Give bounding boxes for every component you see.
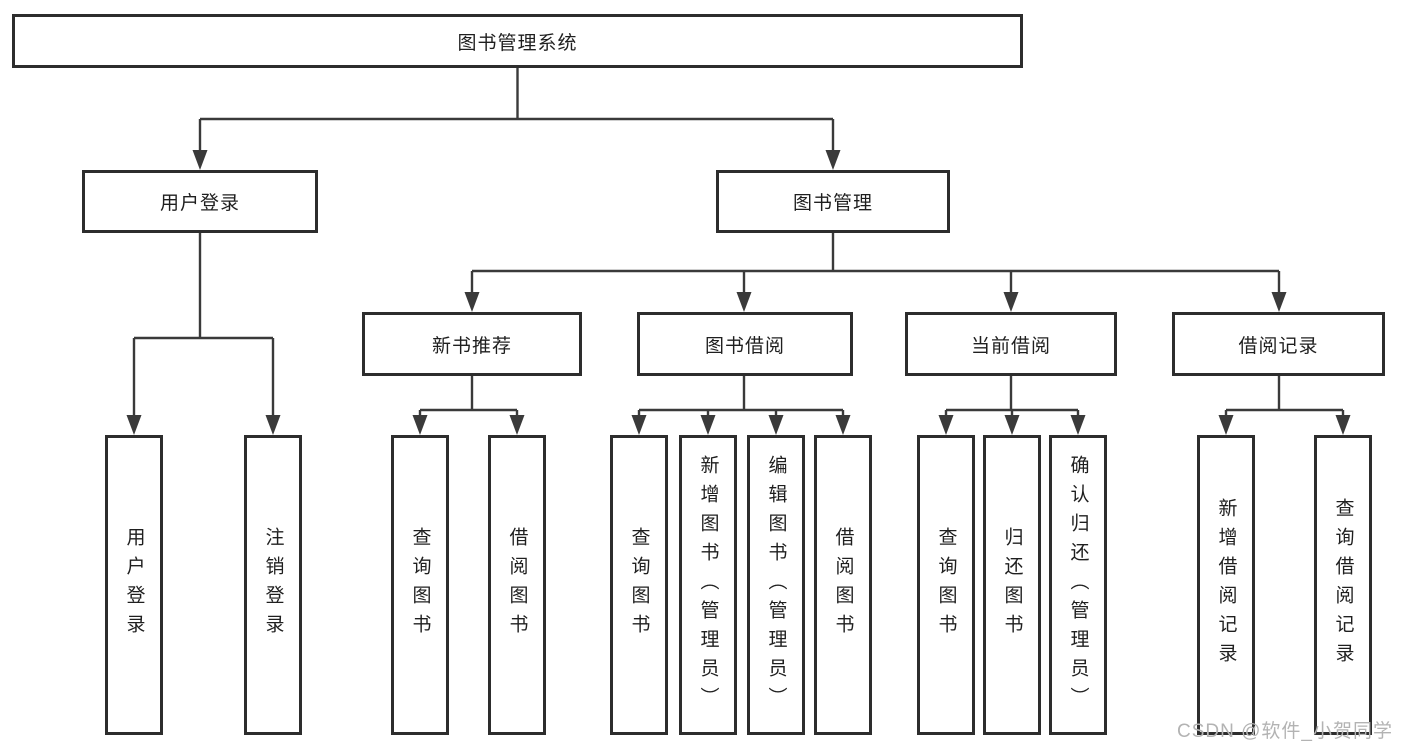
leaf-query-books-recommend: 查询图书 [391,435,449,735]
arrow-down-icon [1271,292,1287,312]
leaf-edit-books-admin-label: 编辑图书（管理员） [765,454,787,716]
leaf-query-borrow-record-label: 查询借阅记录 [1332,498,1354,672]
node-borrow-record-label: 借阅记录 [1238,335,1319,357]
arrow-down-icon [938,415,954,435]
leaf-return-books: 归还图书 [983,435,1041,735]
leaf-query-books-borrow: 查询图书 [610,435,668,735]
node-book-management: 图书管理 [716,170,950,233]
node-book-borrow-label: 图书借阅 [704,335,785,357]
connector-currentborrow-split [944,376,1080,416]
leaf-query-books-current-label: 查询图书 [935,527,957,643]
leaf-query-books-recommend-label: 查询图书 [409,527,431,643]
arrow-down-icon [1003,292,1019,312]
node-user-login-label: 用户登录 [159,193,240,214]
leaf-user-login-label: 用户登录 [123,527,145,643]
connector-userlogin-split [132,233,275,416]
arrow-down-icon [835,415,851,435]
leaf-confirm-return-admin: 确认归还（管理员） [1049,435,1107,735]
node-book-management-label: 图书管理 [792,193,873,214]
leaf-confirm-return-admin-label: 确认归还（管理员） [1067,454,1089,716]
leaf-edit-books-admin: 编辑图书（管理员） [747,435,805,735]
arrow-down-icon [825,150,841,170]
node-root-label: 图书管理系统 [457,32,578,54]
node-current-borrow: 当前借阅 [905,312,1117,376]
arrow-down-icon [736,292,752,312]
node-new-book-recommend-label: 新书推荐 [431,335,512,357]
leaf-query-books-borrow-label: 查询图书 [628,527,650,643]
node-borrow-record: 借阅记录 [1172,312,1385,376]
leaf-borrow-books-label: 借阅图书 [832,527,854,643]
connector-bookborrow-split [637,376,845,416]
leaf-logout: 注销登录 [244,435,302,735]
arrow-down-icon [126,415,142,435]
node-user-login: 用户登录 [82,170,318,233]
arrow-down-icon [464,292,480,312]
arrow-down-icon [412,415,428,435]
node-book-borrow: 图书借阅 [637,312,853,376]
arrow-down-icon [192,150,208,170]
arrow-down-icon [768,415,784,435]
node-current-borrow-label: 当前借阅 [970,335,1051,357]
leaf-add-borrow-record-label: 新增借阅记录 [1215,498,1237,672]
leaf-add-borrow-record: 新增借阅记录 [1197,435,1255,735]
leaf-return-books-label: 归还图书 [1001,527,1023,643]
leaf-query-books-current: 查询图书 [917,435,975,735]
leaf-borrow-books-recommend: 借阅图书 [488,435,546,735]
leaf-user-login: 用户登录 [105,435,163,735]
leaf-logout-label: 注销登录 [262,527,284,643]
arrow-down-icon [509,415,525,435]
leaf-borrow-books-recommend-label: 借阅图书 [506,527,528,643]
node-new-book-recommend: 新书推荐 [362,312,582,376]
connector-newbook-split [418,376,519,416]
arrow-down-icon [1004,415,1020,435]
arrow-down-icon [631,415,647,435]
leaf-add-books-admin-label: 新增图书（管理员） [697,454,719,716]
connector-bookmgmt-split [470,233,1281,293]
arrow-down-icon [1070,415,1086,435]
watermark-text: CSDN @软件_小贺同学 [1177,721,1393,742]
arrow-down-icon [1335,415,1351,435]
node-root: 图书管理系统 [12,14,1023,68]
leaf-query-borrow-record: 查询借阅记录 [1314,435,1372,735]
arrow-down-icon [1218,415,1234,435]
leaf-borrow-books: 借阅图书 [814,435,872,735]
arrow-down-icon [265,415,281,435]
connector-borrowrecord-split [1224,376,1345,416]
arrow-down-icon [700,415,716,435]
connector-root-split [198,68,835,151]
leaf-add-books-admin: 新增图书（管理员） [679,435,737,735]
